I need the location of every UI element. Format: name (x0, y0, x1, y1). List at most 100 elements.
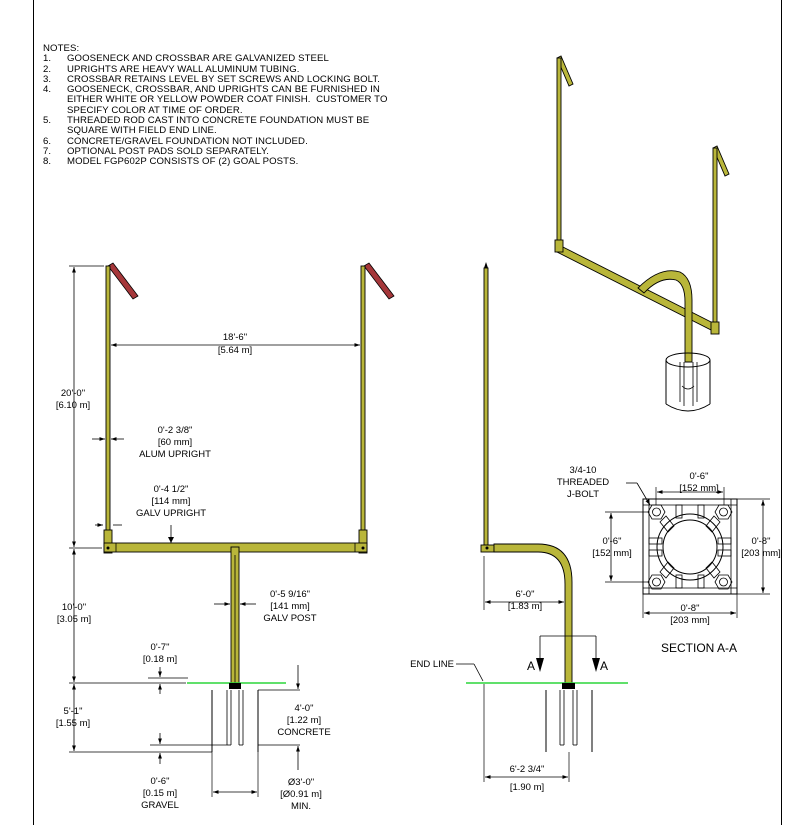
iso-upright-left (556, 57, 562, 249)
bolt-label-line3: J-BOLT (567, 489, 599, 500)
galv-post-imperial: 0'-5 9/16" (270, 589, 310, 600)
pipe-outer (656, 513, 724, 581)
notes-heading: NOTES: (43, 43, 80, 54)
gravel-label: GRAVEL (141, 800, 179, 811)
concrete-imperial: 4'-0" (295, 703, 314, 714)
note-text: OPTIONAL POST PADS SOLD SEPARATELY. (67, 145, 270, 157)
diameter-imperial: Ø3'-0" (288, 777, 314, 788)
crossbar-height-imperial: 10'-0" (62, 602, 86, 613)
note-number: 3. (43, 73, 52, 85)
diameter-label: MIN. (291, 801, 311, 812)
gravel-metric: [0.15 m] (143, 788, 177, 799)
section-mark-right: A (600, 659, 608, 673)
base-offset-metric: [1.90 m] (510, 782, 544, 793)
note-number: 7. (43, 145, 52, 157)
note-text: CONCRETE/GRAVEL FOUNDATION NOT INCLUDED. (67, 135, 308, 147)
offset-imperial: 6'-0" (516, 589, 535, 600)
note-number: 8. (43, 156, 52, 168)
note-text: MODEL FGP602P CONSISTS OF (2) GOAL POSTS… (67, 156, 299, 168)
note-item: 4. GOOSENECK, CROSSBAR, AND UPRIGHTS CAN … (43, 85, 388, 116)
gravel-imperial: 0'-6" (151, 776, 170, 787)
side-spacing-imperial: 0'-6" (603, 536, 622, 547)
sheet-border-right (781, 0, 782, 825)
right-plate-metric: [203 mm] (741, 548, 781, 559)
galv-post-metric: [141 mm] (270, 601, 310, 612)
galv-post-label: GALV POST (263, 613, 316, 624)
embed-depth-imperial: 5'-1" (64, 706, 83, 717)
galv-upright-metric: [114 mm] (152, 496, 191, 507)
crossbar-height-metric: [3.05 m] (57, 614, 91, 625)
note-text: GOOSENECK AND CROSSBAR ARE GALVANIZED ST… (67, 53, 329, 65)
offset-metric: [1.83 m] (508, 601, 542, 612)
note-text: CROSSBAR RETAINS LEVEL BY SET SCREWS AND… (67, 73, 381, 85)
note-text: THREADED ROD CAST INTO CONCRETE FOUNDATI… (67, 115, 370, 137)
concrete-metric: [1.22 m] (287, 715, 321, 726)
top-spacing-imperial: 0'-6" (690, 471, 709, 482)
side-view: A A END LINE 6'-0" [1.83 m] 6'-2 3/4" [1… (410, 262, 628, 793)
side-upright (483, 267, 489, 546)
right-plate-imperial: 0'-8" (752, 536, 771, 547)
notes-block: NOTES: 1. GOOSENECK AND CROSSBAR ARE GALV… (43, 43, 388, 168)
embed-depth-metric: [1.55 m] (56, 718, 90, 729)
base-plate (642, 498, 738, 595)
upright-height-imperial: 20'-0" (61, 388, 85, 399)
diameter-metric: [Ø0.91 m] (280, 789, 322, 800)
right-upright (360, 265, 366, 546)
sheet-border-left (33, 0, 34, 825)
note-number: 2. (43, 63, 52, 75)
width-metric: [5.64 m] (218, 345, 252, 356)
alum-upright-imperial: 0'-2 3/8" (158, 425, 193, 436)
top-spacing-metric: [152 mm] (679, 483, 719, 494)
iso-foundation (665, 352, 711, 412)
alum-upright-label: ALUM UPRIGHT (139, 449, 211, 460)
iso-upright-right (712, 147, 718, 333)
concrete-label: CONCRETE (277, 727, 330, 738)
upright-height-metric: [6.10 m] (56, 400, 90, 411)
isometric-view (554, 55, 730, 412)
note-item: 3. CROSSBAR RETAINS LEVEL BY SET SCREWS A… (43, 73, 388, 85)
iso-crossbar (556, 243, 718, 334)
upright-pad-right (363, 262, 395, 300)
side-post-base (562, 683, 575, 689)
bottom-plate-metric: [203 mm] (670, 615, 710, 626)
above-grade-metric: [0.18 m] (143, 654, 177, 665)
front-view: 18'-6" [5.64 m] 20'-0" [6.10 m] 0'-2 3/8… (56, 262, 395, 812)
j-bolt-top-right (714, 504, 733, 520)
galv-upright-label: GALV UPRIGHT (136, 508, 206, 519)
upright-pad-left (107, 262, 139, 300)
bottom-plate-imperial: 0'-8" (681, 603, 700, 614)
bolt-label-line2: THREADED (557, 477, 609, 488)
note-text: UPRIGHTS ARE HEAVY WALL ALUMINUM TUBING. (67, 63, 300, 75)
side-concrete-foundation (545, 690, 593, 752)
pipe-inner (662, 519, 718, 575)
side-spacing-metric: [152 mm] (592, 548, 632, 559)
j-bolt-bottom-left (647, 574, 666, 590)
note-text: GOOSENECK, CROSSBAR, AND UPRIGHTS CAN BE… (67, 84, 388, 116)
note-number: 6. (43, 135, 52, 147)
left-upright-sleeve (103, 529, 113, 554)
note-item: 6. CONCRETE/GRAVEL FOUNDATION NOT INCLUDE… (43, 135, 388, 147)
section-title: SECTION A-A (661, 641, 737, 655)
alum-upright-metric: [60 mm] (158, 437, 192, 448)
above-grade-imperial: 0'-7" (151, 642, 170, 653)
section-mark-left: A (527, 659, 535, 673)
note-item: 1. GOOSENECK AND CROSSBAR ARE GALVANIZED … (43, 53, 388, 65)
note-item: 8. MODEL FGP602P CONSISTS OF (2) GOAL POS… (43, 156, 388, 168)
note-number: 5. (43, 115, 52, 127)
end-line-label: END LINE (410, 659, 454, 670)
left-upright (105, 265, 111, 546)
plate-ribs (648, 504, 732, 589)
width-imperial: 18'-6" (223, 332, 247, 343)
galv-upright-imperial: 0'-4 1/2" (154, 484, 189, 495)
j-bolt-bottom-right (714, 574, 733, 590)
post-base (229, 683, 241, 689)
note-number: 4. (43, 84, 52, 96)
note-item: 7. OPTIONAL POST PADS SOLD SEPARATELY. (43, 145, 388, 157)
bolt-label-line1: 3/4-10 (570, 465, 597, 476)
j-bolt-top-left (647, 504, 666, 520)
note-item: 5. THREADED ROD CAST INTO CONCRETE FOUNDA… (43, 116, 388, 137)
section-a-a: 3/4-10 THREADED J-BOLT 0'-6" [152 mm] 0'… (557, 465, 781, 655)
note-number: 1. (43, 53, 52, 65)
